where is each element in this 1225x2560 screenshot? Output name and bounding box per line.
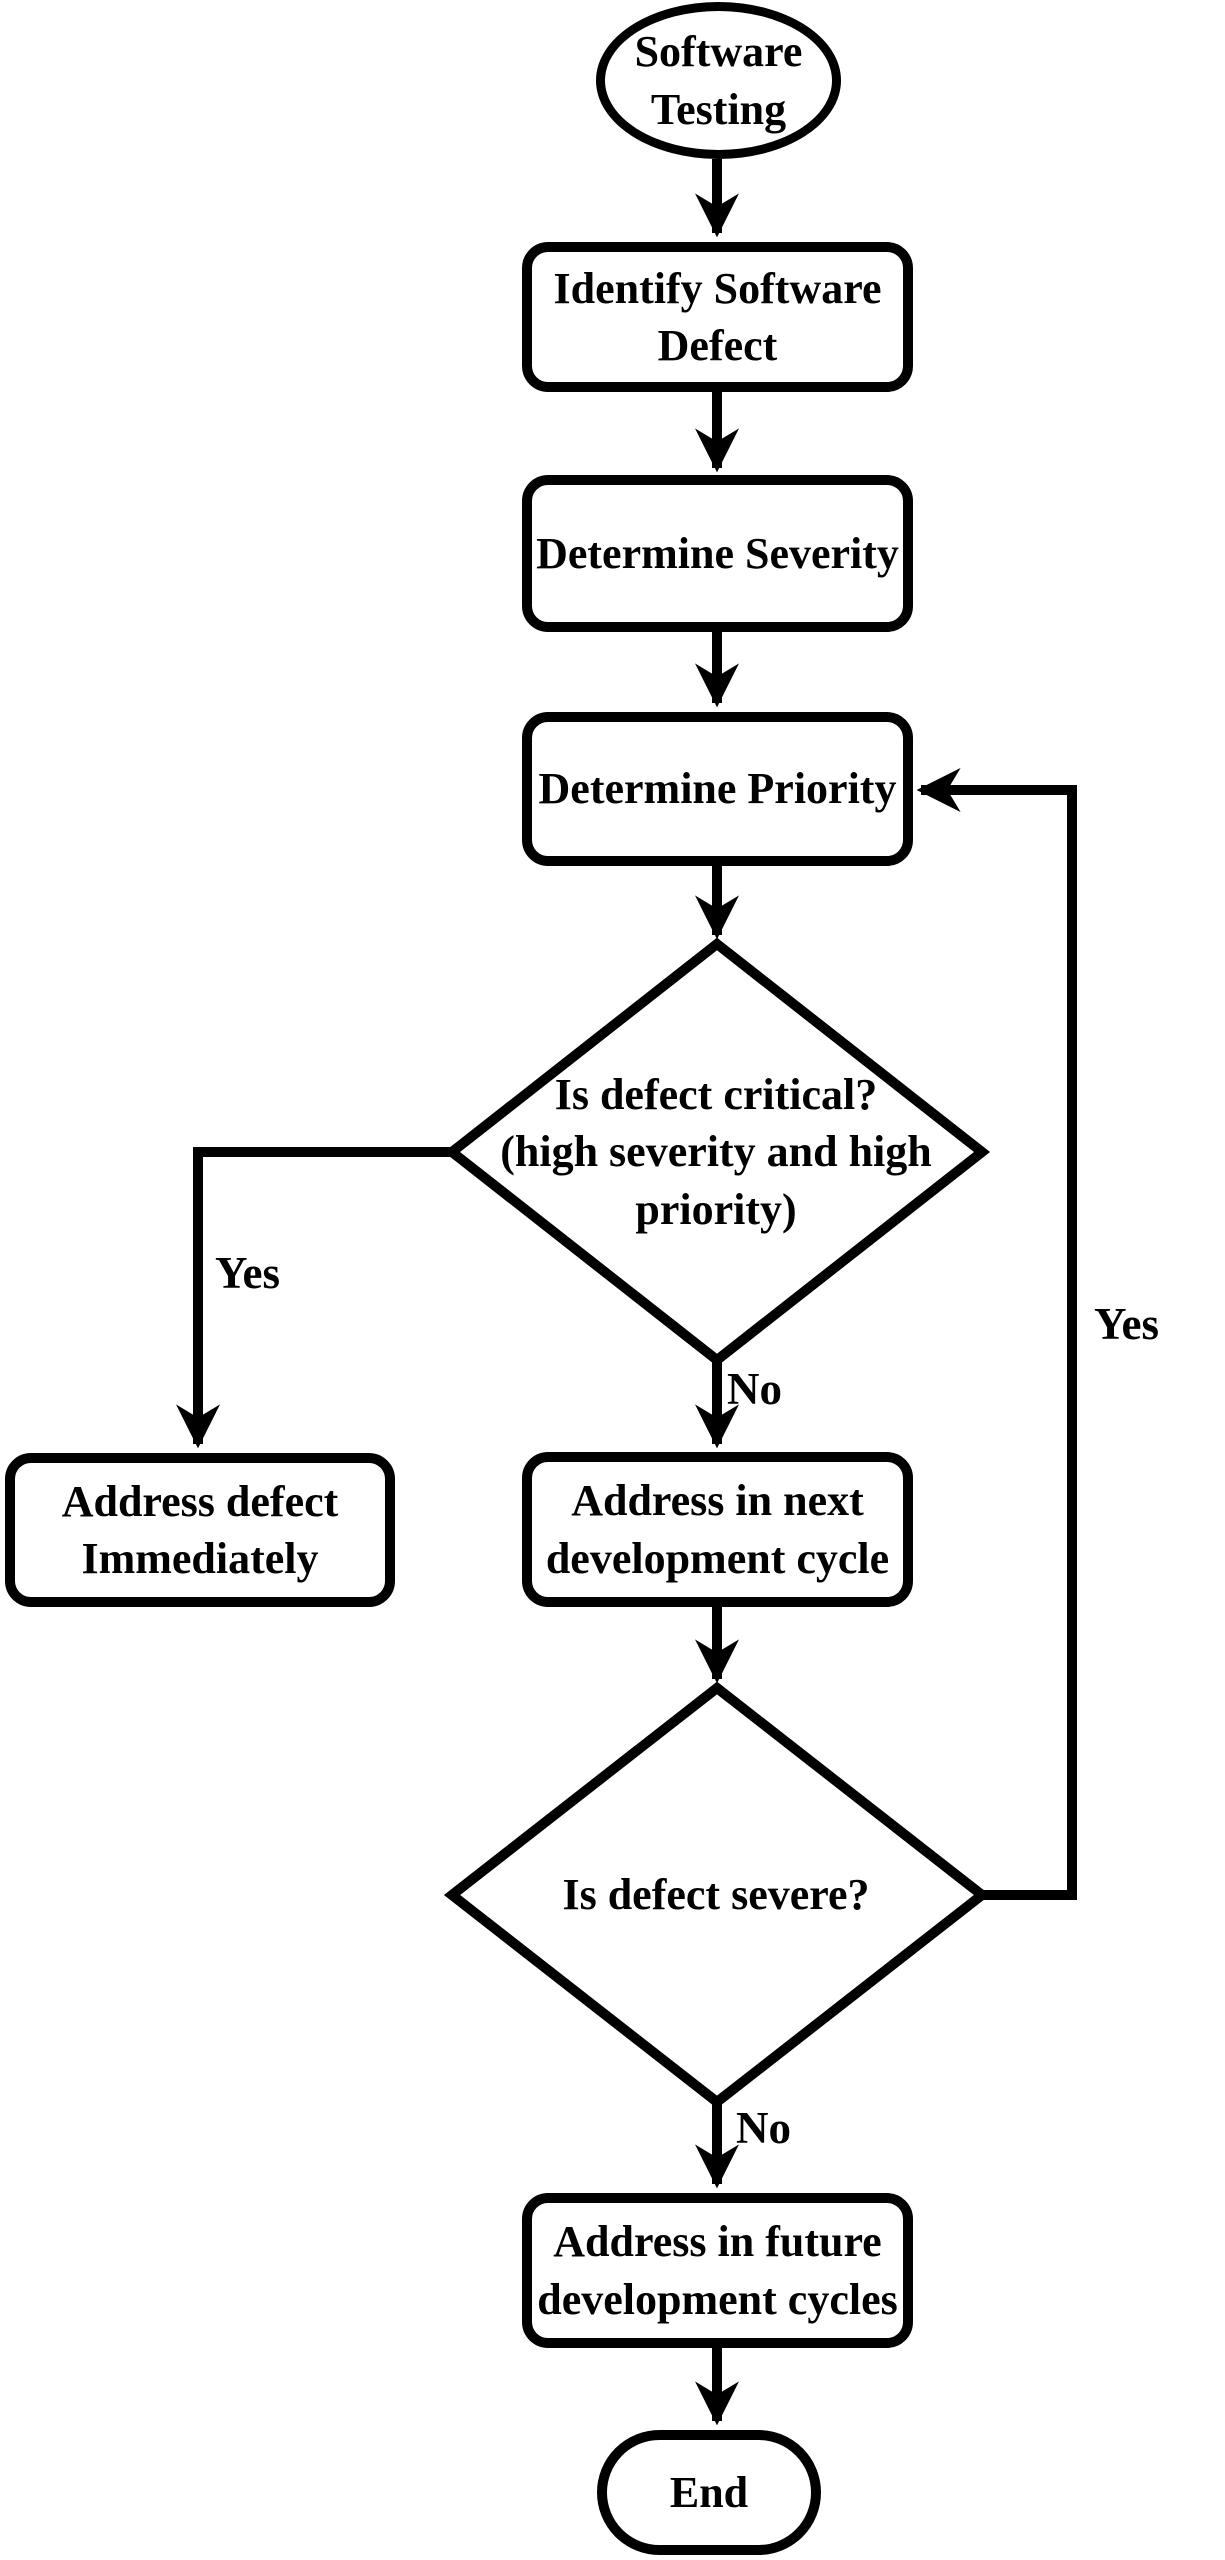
edge-label-critical-yes: Yes bbox=[215, 1248, 280, 1298]
priority-label: Determine Priority bbox=[538, 764, 897, 814]
identify-label: Identify Software Defect bbox=[553, 263, 882, 370]
edge-critical-yes bbox=[176, 1147, 452, 1449]
end-label: End bbox=[669, 2467, 749, 2517]
edge-severe-yes-loop bbox=[916, 768, 1077, 1900]
severity-label: Determine Severity bbox=[536, 528, 899, 578]
node-determine-severity: Determine Severity bbox=[522, 475, 913, 632]
node-address-next-cycle: Address in next development cycle bbox=[522, 1452, 913, 1607]
node-end-terminator: End bbox=[597, 2430, 821, 2555]
decision-critical-label: Is defect critical? (high severity and h… bbox=[500, 1070, 932, 1234]
node-identify-defect: Identify Software Defect bbox=[522, 242, 913, 392]
node-address-future-cycles: Address in future development cycles bbox=[522, 2193, 913, 2348]
next-cycle-label: Address in next development cycle bbox=[545, 1476, 890, 1583]
decision-severe-label: Is defect severe? bbox=[562, 1870, 870, 1920]
immediate-label: Address defect Immediately bbox=[61, 1476, 339, 1583]
edge-label-severe-yes: Yes bbox=[1094, 1299, 1159, 1349]
future-cycles-label: Address in future development cycles bbox=[537, 2217, 898, 2324]
node-address-immediately: Address defect Immediately bbox=[5, 1453, 395, 1607]
node-start-terminator: Software Testing bbox=[596, 2, 841, 159]
edge-label-severe-no: No bbox=[736, 2103, 791, 2153]
edge-label-critical-no: No bbox=[727, 1364, 782, 1414]
node-determine-priority: Determine Priority bbox=[522, 712, 913, 866]
start-label: Software Testing bbox=[634, 27, 803, 134]
